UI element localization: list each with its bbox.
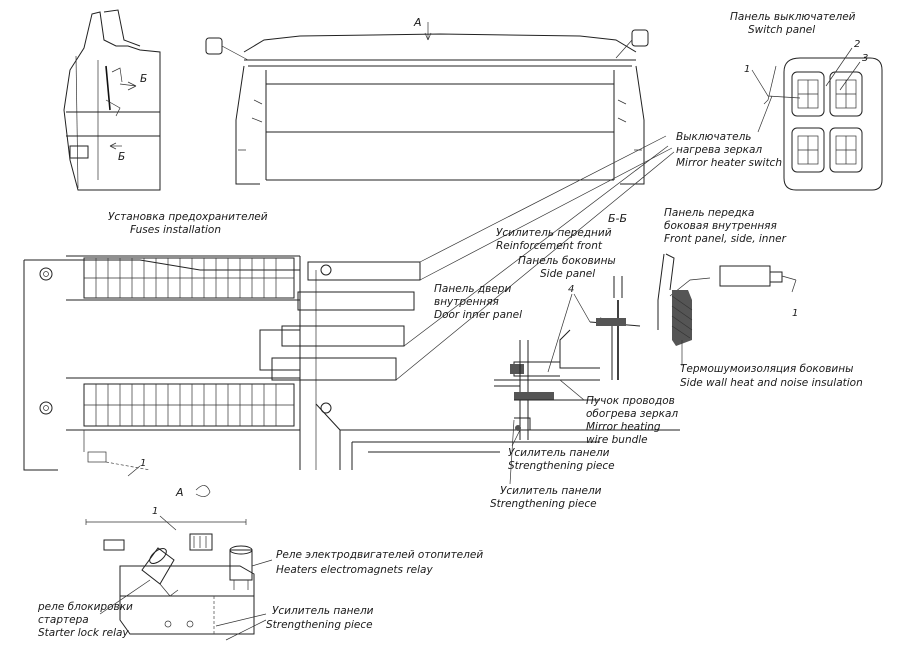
- bundle-ru-2: обогрева зеркал: [586, 408, 678, 420]
- switch-panel: [783, 57, 883, 191]
- strength-3-en: Strengthening piece: [266, 619, 373, 631]
- strength-2-ru: Усилитель панели: [500, 485, 602, 497]
- starter-relay-ru-1: реле блокировки: [37, 601, 133, 613]
- switch-2: [829, 71, 863, 117]
- side-panel-ru: Панель боковины: [518, 255, 616, 267]
- fuses-en: Fuses installation: [130, 224, 221, 236]
- section-strips: [271, 135, 680, 470]
- side-panel-en: Side panel: [540, 268, 595, 280]
- callout-1-bottom: 1: [152, 506, 158, 517]
- mirror-switch-ru-2: нагрева зеркал: [676, 144, 762, 156]
- reinf-front-ru: Усилитель передний: [496, 227, 612, 239]
- callout-3: 3: [862, 53, 868, 64]
- bundle-ru-1: Пучок проводов: [586, 395, 675, 407]
- heaters-relay-en: Heaters electromagnets relay: [276, 564, 433, 576]
- switch-1: [791, 71, 825, 117]
- callout-4: 4: [568, 284, 574, 295]
- strength-1-en: Strengthening piece: [508, 460, 615, 472]
- insulation-hatch: [671, 290, 693, 346]
- view-a-bottom-label: A: [175, 486, 184, 499]
- door-panel-ru-2: внутренняя: [434, 296, 499, 308]
- relay-assembly: [103, 533, 255, 635]
- mirror-switch-ru-1: Выключатель: [676, 131, 752, 143]
- cab-side-view: [63, 9, 161, 191]
- fuses-ru: Установка предохранителей: [108, 211, 268, 223]
- mirror-switch-en: Mirror heater switch: [676, 157, 782, 169]
- switch-panel-ru: Панель выключателей: [730, 11, 856, 23]
- view-a-top-label: A: [413, 16, 422, 29]
- insulation-en: Side wall heat and noise insulation: [680, 377, 863, 389]
- heaters-relay-ru: Реле электродвигателей отопителей: [276, 549, 483, 561]
- section-bb-label: Б-Б: [608, 212, 627, 225]
- starter-lock-relay: [141, 547, 179, 597]
- section-b-lower-label: Б: [118, 151, 125, 163]
- front-panel-en: Front panel, side, inner: [664, 233, 787, 245]
- callout-1-right: 1: [792, 308, 798, 319]
- section-b-upper-label: Б: [140, 73, 147, 85]
- section-bb-drawing: [494, 253, 797, 440]
- callout-1-fuse: 1: [140, 458, 146, 469]
- cab-front-view: [205, 22, 649, 185]
- front-panel-ru-1: Панель передка: [664, 207, 754, 219]
- reinf-front-en: Reinforcement front: [496, 240, 603, 252]
- strength-1-ru: Усилитель панели: [508, 447, 610, 459]
- bundle-en-1: Mirror heating: [586, 421, 661, 433]
- starter-relay-ru-2: стартера: [38, 614, 89, 626]
- switch-3: [791, 127, 825, 173]
- fuse-box: [23, 255, 332, 471]
- front-panel-ru-2: боковая внутренняя: [664, 220, 777, 232]
- heaters-relay: [229, 545, 253, 590]
- bundle-en-2: wire bundle: [586, 434, 648, 446]
- door-panel-en: Door inner panel: [434, 309, 522, 321]
- door-panel-ru-1: Панель двери: [434, 283, 511, 295]
- callout-2: 2: [854, 39, 860, 50]
- switch-panel-en: Switch panel: [748, 24, 815, 36]
- callout-1-switch: 1: [744, 64, 750, 75]
- starter-relay-en: Starter lock relay: [38, 627, 129, 639]
- strength-3-ru: Усилитель панели: [272, 605, 374, 617]
- switch-4: [829, 127, 863, 173]
- strength-2-en: Strengthening piece: [490, 498, 597, 510]
- insulation-ru: Термошумоизоляция боковины: [680, 363, 853, 375]
